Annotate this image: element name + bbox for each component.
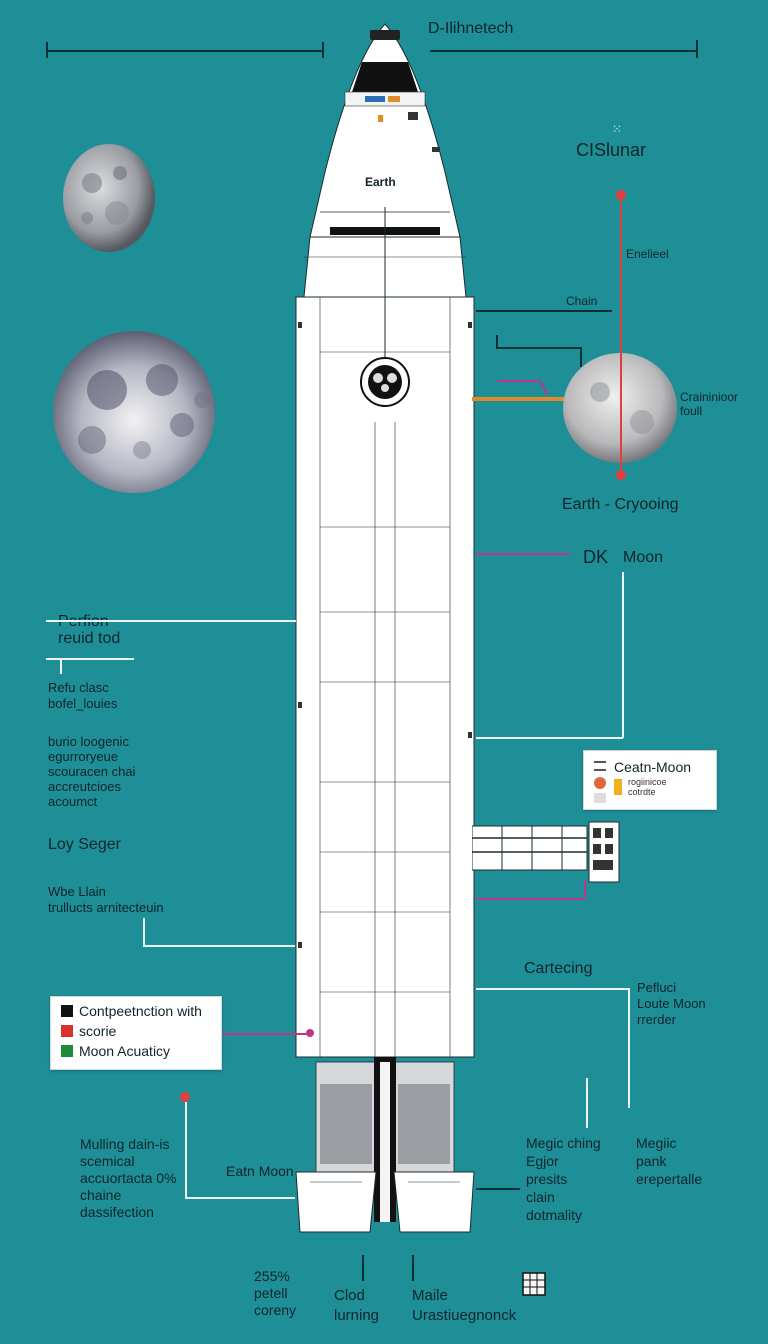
sparkle-icon: ⁙ (612, 122, 623, 136)
header-tick-right (696, 40, 698, 58)
clod-leader (362, 1255, 364, 1281)
red-vertical-line (620, 190, 622, 480)
legend-left-swatch-red (61, 1025, 73, 1037)
megic-bottom-leader (476, 1188, 520, 1190)
magenta-leader-2 (476, 553, 570, 555)
label-mulling: Mulling dain-is scemical accuortacta 0% … (80, 1136, 177, 1220)
menu-icon (594, 761, 606, 771)
legend-right-swatch-gray (594, 793, 606, 803)
perfion-tick (60, 658, 62, 674)
cartecing-leader-h (476, 988, 628, 990)
red-dot-bottom (616, 470, 626, 480)
header-rule-right (430, 50, 698, 52)
header-title: D-Ilihnetech (428, 20, 514, 37)
moon-large-image (52, 330, 217, 495)
perfion-underline (46, 658, 134, 660)
legend-left-label-2: Moon Acuaticy (79, 1043, 171, 1059)
chain-leader-2v (580, 347, 582, 367)
label-loy: Loy Seger (48, 836, 121, 853)
header-tick-left-a (46, 42, 48, 58)
legend-left: Contpeetnction with scorie Moon Acuaticy (50, 996, 222, 1070)
red-dot-left (180, 1092, 190, 1102)
legend-right-swatch-orange (594, 777, 606, 789)
legend-left-item-0: Contpeetnction with (61, 1001, 211, 1021)
red-dot-top (616, 190, 626, 200)
maile-leader (412, 1255, 414, 1281)
perfion-leader (46, 620, 296, 622)
engine-leader (185, 1197, 295, 1199)
chain-leader (476, 310, 612, 312)
legend-left-swatch-black (61, 1005, 73, 1017)
label-megic-ching: Megic ching Egjor presits clain dotmalit… (526, 1135, 601, 1223)
side-truss (471, 820, 622, 885)
red-dot-left-leader (185, 1102, 187, 1198)
magenta-dot (306, 1029, 314, 1037)
label-clod: Clod lurning (334, 1287, 380, 1324)
legend-left-connector (222, 1033, 310, 1035)
orange-connector (472, 397, 564, 401)
legend-right: Ceatn-Moon rogiinicoe cotrdte (583, 750, 717, 810)
label-maile: Maile Urastiuegnonck (412, 1287, 517, 1324)
label-wbe: Wbe Llain trullucts arnitecteuin (48, 884, 164, 915)
label-dk: DK (583, 547, 609, 567)
rocket-nose-label: Earth (365, 175, 396, 189)
wbe-leader-v (143, 918, 145, 946)
label-moon: Moon (623, 549, 664, 566)
moon-leader-h (476, 737, 623, 739)
magenta-leader-1 (498, 380, 538, 382)
chain-leader-3v (496, 335, 498, 347)
label-enelieel: Enelieel (626, 247, 669, 261)
label-peflud: Pefluci Loute Moon rrerder (637, 980, 706, 1027)
legend-left-item-1: scorie (61, 1021, 211, 1041)
legend-left-swatch-green (61, 1045, 73, 1057)
megic-leader (586, 1078, 588, 1128)
legend-right-title: Ceatn-Moon (614, 759, 692, 775)
magenta-leader-1b (538, 379, 549, 396)
legend-left-item-2: Moon Acuaticy (61, 1041, 211, 1061)
cartecing-leader-v (628, 988, 630, 1108)
moon-small-image (62, 143, 157, 253)
grid-icon (522, 1272, 546, 1296)
rocket-illustration (290, 22, 480, 1252)
rocket-engine-label: Eatn Moon (226, 1163, 294, 1179)
header-rule-left (46, 50, 324, 52)
label-cartecing: Cartecing (524, 960, 593, 977)
magenta-leader-3 (476, 898, 584, 900)
label-pct: 255% petell coreny (254, 1268, 297, 1318)
label-cislunar: CISlunar (576, 140, 647, 160)
label-refu: Refu clasc bofel_louies (48, 680, 118, 711)
moon-leader-v (622, 572, 624, 738)
magenta-leader-3v (584, 880, 586, 898)
label-megic-pank: Megiic pank erepertalle (636, 1135, 703, 1187)
legend-right-subtitle: rogiinicoe cotrdte (628, 777, 667, 797)
label-earth-cryo: Earth - Cryooing (562, 496, 679, 513)
label-chain: Chain (566, 294, 598, 308)
legend-left-label-0: Contpeetnction with (79, 1003, 202, 1019)
header-tick-left-b (322, 42, 324, 58)
legend-right-swatch-yellow (614, 779, 622, 795)
label-orbit-note: Craininioor foull (680, 390, 739, 418)
label-perfion: Perfion reuid tod (58, 613, 121, 647)
legend-left-label-1: scorie (79, 1023, 117, 1039)
chain-leader-2 (496, 347, 580, 349)
label-burio: burio loogenic egurroryeue scouracen cha… (48, 734, 136, 809)
wbe-leader-h (143, 945, 295, 947)
